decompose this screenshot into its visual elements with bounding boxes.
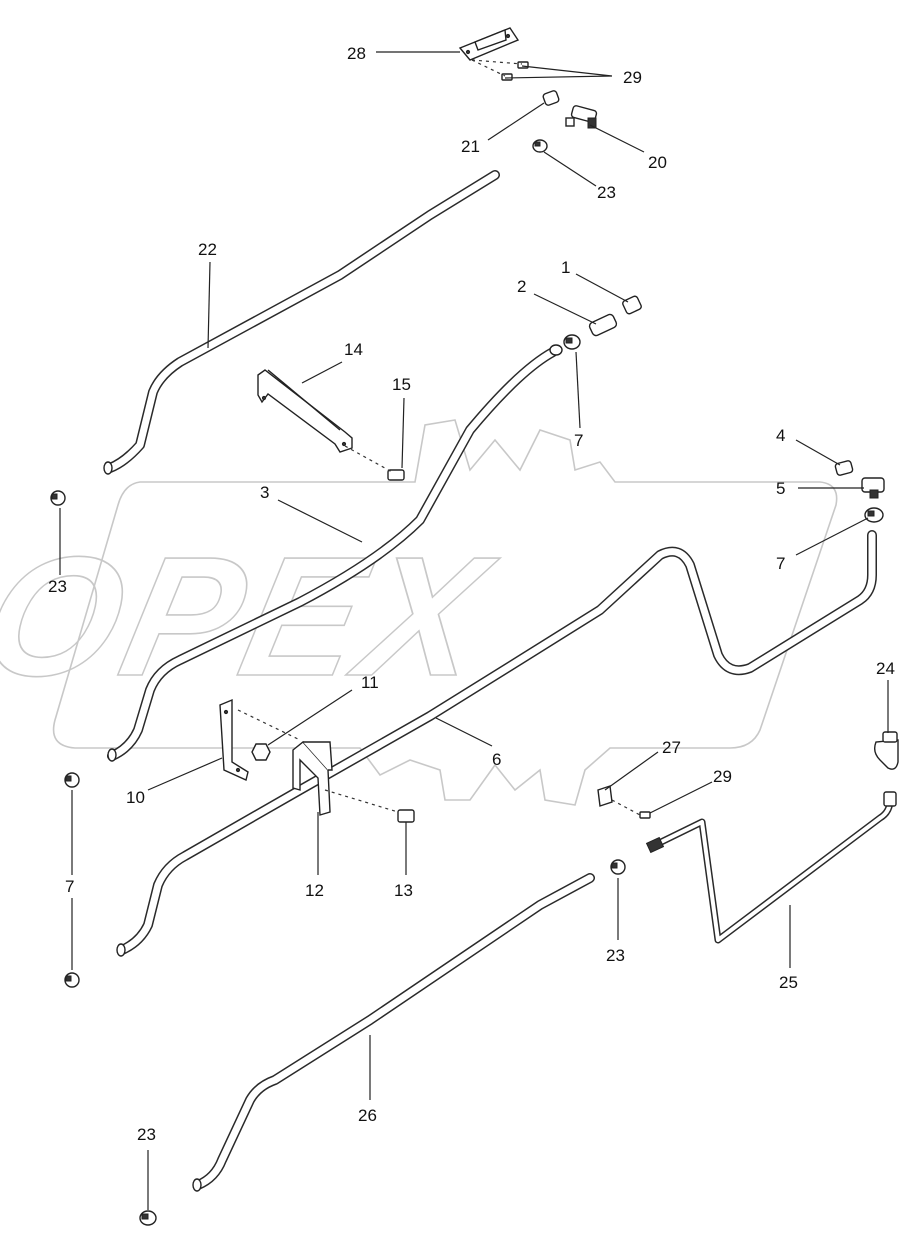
callout-29-lower: 29 bbox=[713, 767, 732, 786]
callout-22: 22 bbox=[198, 240, 217, 259]
callout-15: 15 bbox=[392, 375, 411, 394]
bracket-14 bbox=[257, 369, 353, 453]
callout-5: 5 bbox=[776, 479, 785, 498]
callout-13: 13 bbox=[394, 881, 413, 900]
callout-12: 12 bbox=[305, 881, 324, 900]
clamp-23-left bbox=[50, 490, 66, 506]
leader-lines bbox=[59, 51, 889, 1210]
callout-7-left: 7 bbox=[65, 877, 74, 896]
callout-25: 25 bbox=[779, 973, 798, 992]
clamp-7-left-top bbox=[64, 772, 80, 788]
pipe-22 bbox=[103, 170, 500, 475]
callout-26: 26 bbox=[358, 1106, 377, 1125]
callout-23-left: 23 bbox=[48, 577, 67, 596]
callout-20: 20 bbox=[648, 153, 667, 172]
screw-29-upper-b bbox=[501, 73, 513, 81]
pipe-26 bbox=[192, 873, 595, 1192]
elbow-24 bbox=[873, 731, 899, 770]
nut-11 bbox=[251, 743, 271, 761]
callout-7-right: 7 bbox=[776, 554, 785, 573]
pipe-6 bbox=[116, 530, 877, 957]
callout-27: 27 bbox=[662, 738, 681, 757]
opex-watermark: OPEX bbox=[0, 419, 838, 806]
callout-11: 11 bbox=[361, 673, 379, 692]
watermark-gear-outline bbox=[52, 419, 838, 806]
plug-1 bbox=[622, 295, 642, 315]
screw-29-lower bbox=[639, 811, 651, 819]
clamp-23-mid bbox=[610, 859, 626, 875]
callout-21: 21 bbox=[461, 137, 480, 156]
callout-6: 6 bbox=[492, 750, 501, 769]
plug-4 bbox=[834, 460, 854, 476]
valve-20 bbox=[565, 105, 598, 129]
clamp-7-left-bottom bbox=[64, 972, 80, 988]
callout-4: 4 bbox=[776, 426, 785, 445]
callout-labels: 28 29 21 20 23 22 1 2 14 15 7 4 3 5 7 23… bbox=[48, 44, 895, 1144]
nipple-2 bbox=[588, 313, 618, 337]
clamp-7-upper bbox=[563, 334, 581, 350]
clip-27 bbox=[597, 785, 613, 807]
bracket-10 bbox=[219, 698, 249, 781]
callout-23-mid: 23 bbox=[606, 946, 625, 965]
screw-13 bbox=[397, 809, 415, 823]
callout-24: 24 bbox=[876, 659, 895, 678]
callout-2: 2 bbox=[517, 277, 526, 296]
bracket-12 bbox=[292, 741, 333, 816]
clamp-23-top bbox=[532, 139, 548, 153]
callout-23-top: 23 bbox=[597, 183, 616, 202]
watermark-text: OPEX bbox=[0, 522, 509, 712]
plate-28 bbox=[458, 27, 520, 61]
callout-28: 28 bbox=[347, 44, 366, 63]
callout-1: 1 bbox=[561, 258, 570, 277]
clamp-23-bottom bbox=[139, 1210, 157, 1226]
clamp-7-right bbox=[864, 507, 884, 523]
callout-10: 10 bbox=[126, 788, 145, 807]
callout-29-upper: 29 bbox=[623, 68, 642, 87]
plug-21 bbox=[542, 90, 560, 106]
screw-15 bbox=[387, 469, 405, 481]
pipe-25 bbox=[645, 791, 897, 944]
callout-7-upper: 7 bbox=[574, 431, 583, 450]
callout-3: 3 bbox=[260, 483, 269, 502]
pipe-3 bbox=[107, 344, 563, 762]
valve-5 bbox=[861, 477, 885, 499]
callout-14: 14 bbox=[344, 340, 363, 359]
callout-23-bottom: 23 bbox=[137, 1125, 156, 1144]
